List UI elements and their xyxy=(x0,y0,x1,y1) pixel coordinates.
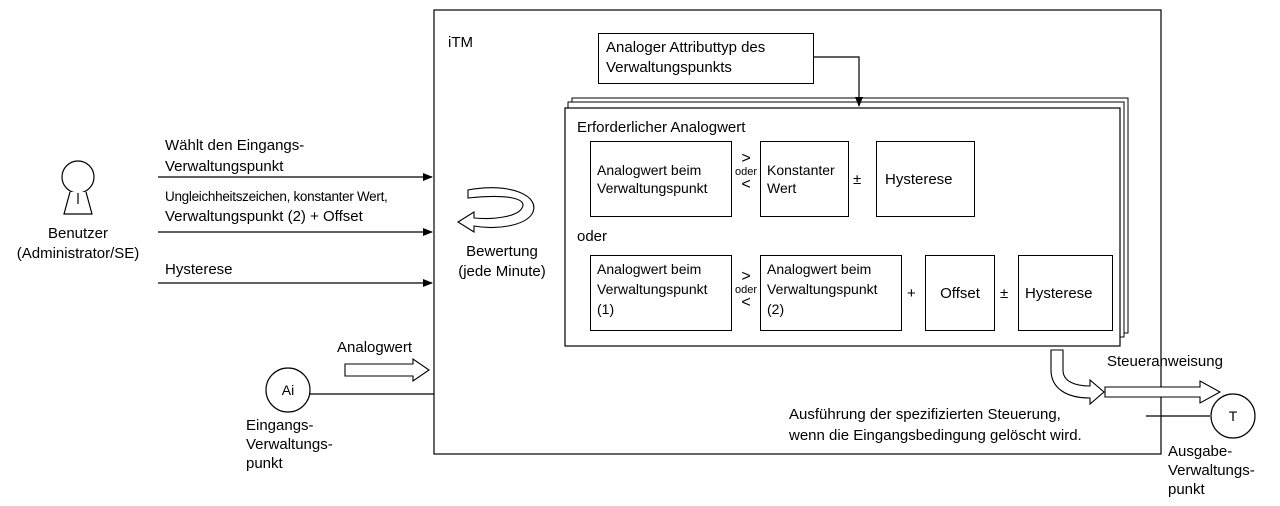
itm-frame xyxy=(433,9,1162,455)
user-label-line2: (Administrator/SE) xyxy=(16,245,140,262)
row1-point-value-box: Analogwert beim Verwaltungspunkt xyxy=(590,141,732,217)
attribute-type-box: Analoger Attributtyp des Verwaltungspunk… xyxy=(598,33,814,84)
row2-op-or: oder xyxy=(734,284,758,296)
row2-offset-text: Offset xyxy=(940,285,980,302)
attribute-type-line1: Analoger Attributtyp des xyxy=(606,39,766,56)
execution-note: Ausführung der spezifizierten Steuerung,… xyxy=(789,404,1082,446)
inequality-label-line2: Verwaltungspunkt (2) + Offset xyxy=(165,208,363,225)
row2-point2-line3: (2) xyxy=(767,301,785,317)
required-value-title: Erforderlicher Analogwert xyxy=(577,119,746,136)
row1-op-or: oder xyxy=(734,166,758,178)
attribute-type-text: Analoger Attributtyp des Verwaltungspunk… xyxy=(606,38,765,78)
row2-plus: + xyxy=(907,285,916,302)
input-point-circle xyxy=(265,367,311,413)
control-output-hollow-arrow xyxy=(1050,349,1105,406)
user-label: Benutzer (Administrator/SE) xyxy=(0,224,156,264)
execution-note-line2: wenn die Eingangsbedingung gelöscht wird… xyxy=(789,427,1082,444)
attribute-type-line2: Verwaltungspunkts xyxy=(606,59,732,76)
row1-plusminus: ± xyxy=(853,171,862,188)
analog-value-label: Analogwert xyxy=(337,339,413,356)
row2-point2-line2: Verwaltungspunkt xyxy=(767,281,878,297)
person-icon xyxy=(61,160,95,215)
row2-point1-line2: Verwaltungspunkt xyxy=(597,281,708,297)
row1-constant-line2: Wert xyxy=(767,180,797,196)
rows-or-label: oder xyxy=(577,228,608,245)
row1-op-lt: < xyxy=(741,176,751,193)
row1-constant-line1: Konstanter xyxy=(767,162,835,178)
evaluation-label-line2: (jede Minute) xyxy=(458,263,546,280)
user-label-line1: Benutzer xyxy=(47,225,109,242)
row1-constant-box: Konstanter Wert xyxy=(760,141,849,217)
input-point-symbol: Ai xyxy=(281,382,295,398)
select-point-label-line2: Verwaltungspunkt xyxy=(165,158,284,175)
output-point-label-line3: punkt xyxy=(1168,481,1205,498)
row2-hysteresis-text: Hysterese xyxy=(1025,285,1093,302)
row1-point-value-line1: Analogwert beim xyxy=(597,162,702,178)
row2-offset-box: Offset xyxy=(925,255,995,331)
row2-point1-line3: (1) xyxy=(597,301,615,317)
row2-op-gt: > xyxy=(741,268,751,285)
row1-hysteresis-text: Hysterese xyxy=(885,171,953,188)
control-instruction-arrow xyxy=(1104,380,1222,404)
evaluation-cycle-icon xyxy=(456,187,535,233)
attribute-type-arrow xyxy=(814,56,863,107)
inequality-label: Ungleichheitszeichen, konstanter Wert, V… xyxy=(165,187,388,227)
output-point-symbol: T xyxy=(1228,408,1238,424)
row1-hysteresis-box: Hysterese xyxy=(876,141,975,217)
row2-hysteresis-box: Hysterese xyxy=(1018,255,1113,331)
analog-value-arrow xyxy=(344,357,430,383)
evaluation-label: Bewertung (jede Minute) xyxy=(446,242,558,282)
output-point-label-line1: Ausgabe- xyxy=(1168,443,1233,460)
row1-point-value-line2: Verwaltungspunkt xyxy=(597,180,708,196)
input-point-label-line2: Verwaltungs- xyxy=(246,436,333,453)
row2-plusminus: ± xyxy=(1000,285,1009,302)
output-point-label: Ausgabe- Verwaltungs- punkt xyxy=(1168,442,1255,499)
row1-point-value-text: Analogwert beim Verwaltungspunkt xyxy=(597,161,708,197)
row2-point2-value-text: Analogwert beim Verwaltungspunkt (2) xyxy=(767,259,878,319)
evaluation-label-line1: Bewertung xyxy=(466,243,538,260)
row2-point1-value-text: Analogwert beim Verwaltungspunkt (1) xyxy=(597,259,708,319)
row2-point1-line1: Analogwert beim xyxy=(597,261,702,277)
control-instruction-label: Steueranweisung xyxy=(1107,353,1223,370)
row1-constant-text: Konstanter Wert xyxy=(767,161,835,197)
input-point-label-line1: Eingangs- xyxy=(246,417,314,434)
row2-point2-line1: Analogwert beim xyxy=(767,261,872,277)
row1-operator: > oder < xyxy=(732,150,760,193)
hysteresis-input-label: Hysterese xyxy=(165,261,233,278)
input-point-label: Eingangs- Verwaltungs- punkt xyxy=(246,416,333,473)
execution-note-line1: Ausführung der spezifizierten Steuerung, xyxy=(789,406,1061,423)
output-point-label-line2: Verwaltungs- xyxy=(1168,462,1255,479)
row2-point1-value-box: Analogwert beim Verwaltungspunkt (1) xyxy=(590,255,732,331)
inequality-label-line1: Ungleichheitszeichen, konstanter Wert, xyxy=(165,189,388,204)
row2-operator: > oder < xyxy=(732,268,760,311)
row1-op-gt: > xyxy=(741,150,751,167)
select-point-label: Wählt den Eingangs- Verwaltungspunkt xyxy=(165,135,304,177)
output-point-circle xyxy=(1210,393,1256,439)
row2-op-lt: < xyxy=(741,294,751,311)
row2-point2-value-box: Analogwert beim Verwaltungspunkt (2) xyxy=(760,255,902,331)
select-point-label-line1: Wählt den Eingangs- xyxy=(165,137,305,154)
itm-title: iTM xyxy=(448,34,473,51)
input-point-label-line3: punkt xyxy=(246,455,283,472)
